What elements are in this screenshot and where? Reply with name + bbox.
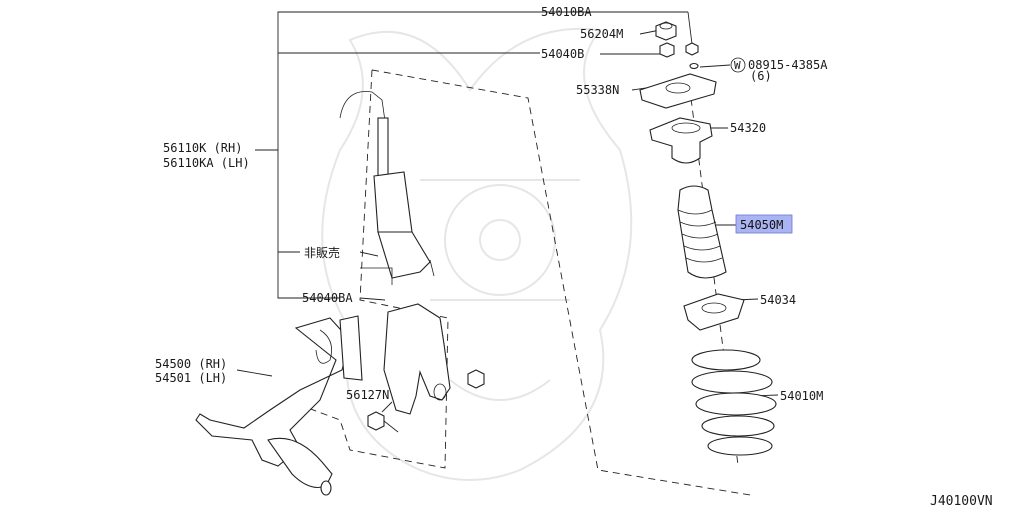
steering-knuckle xyxy=(383,303,485,415)
watermark-emblem xyxy=(321,27,633,481)
label-08915: 08915-4385A xyxy=(748,58,828,72)
spring-seat-54034 xyxy=(683,293,745,331)
coil-spring-54010m xyxy=(691,349,777,456)
label-54040b: 54040B xyxy=(541,47,584,61)
label-54320: 54320 xyxy=(730,121,766,135)
nut-54040b xyxy=(659,42,699,58)
label-54010ba: 54010BA xyxy=(541,5,592,19)
label-56127n: 56127N xyxy=(346,388,389,402)
label-56110ka: 56110KA (LH) xyxy=(163,156,250,170)
bolt-56127n xyxy=(367,411,399,433)
nut-56204m xyxy=(655,21,677,41)
washer-marker-circle xyxy=(730,57,746,73)
mount-plate-55338n xyxy=(639,73,717,109)
lower-arm-54500 xyxy=(195,315,363,496)
label-not-for-sale: 非販売 xyxy=(304,245,340,260)
label-54040ba: 54040BA xyxy=(302,291,353,305)
dust-boot-54050m xyxy=(677,185,727,279)
label-54050m[interactable]: 54050M xyxy=(740,218,783,232)
assembly-outline-strut xyxy=(371,69,751,496)
label-54501: 54501 (LH) xyxy=(155,371,227,385)
label-08915-group: W 08915-4385A (6) xyxy=(730,57,828,83)
strut-assembly-56110k xyxy=(339,91,435,285)
label-56204m: 56204M xyxy=(580,27,623,41)
diagram-code: J40100VN xyxy=(930,494,993,509)
washer-08915 xyxy=(689,62,699,70)
assembly-outline-knuckle xyxy=(284,69,449,469)
label-54500: 54500 (RH) xyxy=(155,357,227,371)
label-56110k: 56110K (RH) xyxy=(163,141,242,155)
strut-mount-54320 xyxy=(649,117,713,164)
highlight-54050m xyxy=(735,214,793,234)
label-55338n: 55338N xyxy=(576,83,619,97)
label-08915-marker: W xyxy=(734,59,741,72)
label-08915-qty: (6) xyxy=(750,69,772,83)
label-54010m: 54010M xyxy=(780,389,823,403)
label-54034: 54034 xyxy=(760,293,796,307)
